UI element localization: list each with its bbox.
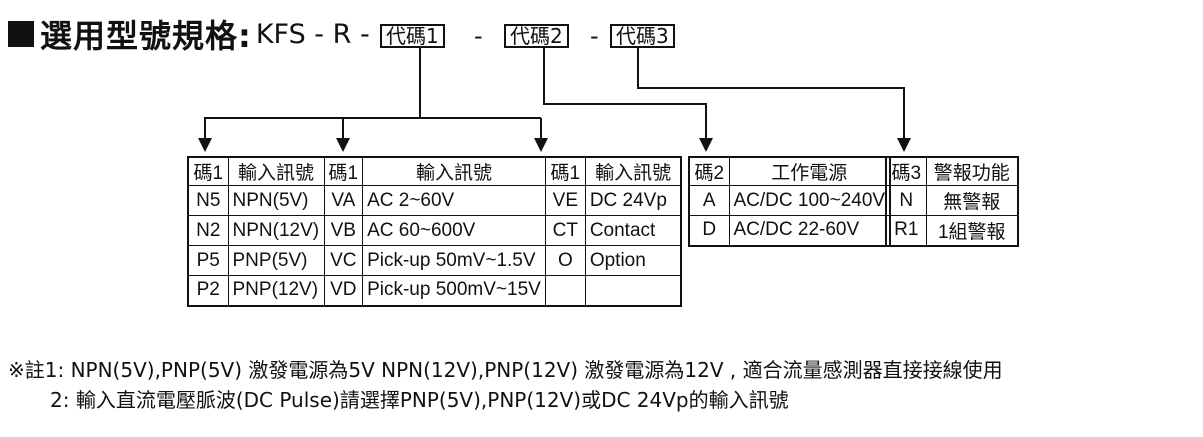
table-header: 碼1 (544, 156, 586, 186)
table-cell: PNP(12V) (227, 275, 325, 306)
connector-code1-left (204, 48, 421, 140)
table-header-row: 碼2 工作電源 (688, 156, 891, 186)
table-row: A AC/DC 100~240V (688, 185, 891, 216)
connector-code3 (637, 48, 905, 140)
table-cell: P2 (187, 275, 229, 306)
code3-box: 代碼3 (610, 24, 675, 48)
table-cell: N (885, 185, 927, 216)
table-row: N5 NPN(5V) VA AC 2~60V VE DC 24Vp (187, 185, 682, 216)
table-cell: Contact (584, 215, 682, 246)
title-separator-1: - (474, 22, 483, 50)
table-cell: P5 (187, 245, 229, 276)
table-cell (544, 275, 586, 306)
table-row: R1 1組警報 (885, 215, 1019, 246)
table-cell: PNP(5V) (227, 245, 325, 276)
title-heading: 選用型號規格: (40, 17, 252, 55)
table-cell: R1 (885, 215, 927, 246)
note-2: 2: 輸入直流電壓脈波(DC Pulse)請選擇PNP(5V),PNP(12V)… (50, 388, 789, 412)
table-cell: AC/DC 22-60V (728, 215, 891, 246)
table-cell: A (688, 185, 730, 216)
table-cell: VE (544, 185, 586, 216)
table-header-row: 碼1 輸入訊號 碼1 輸入訊號 碼1 輸入訊號 (187, 156, 682, 186)
table-row: N2 NPN(12V) VB AC 60~600V CT Contact (187, 215, 682, 246)
arrow-down-icon (336, 138, 350, 152)
notes: ※註1: NPN(5V),PNP(5V) 激發電源為5V NPN(12V),PN… (8, 355, 1003, 415)
table-cell: DC 24Vp (584, 185, 682, 216)
table-cell: AC/DC 100~240V (728, 185, 891, 216)
square-bullet-icon (8, 21, 34, 47)
arrow-down-icon (699, 138, 713, 152)
table-header: 碼2 (688, 156, 730, 186)
table-header: 碼1 (323, 156, 364, 186)
table-cell: NPN(5V) (227, 185, 325, 216)
alarm-function-table: 碼3 警報功能 N 無警報 R1 1組警報 (885, 156, 1019, 247)
table-cell: 無警報 (925, 185, 1019, 216)
table-cell: AC 2~60V (362, 185, 546, 216)
title-separator-2: - (590, 22, 599, 50)
table-cell: N5 (187, 185, 229, 216)
table-header: 工作電源 (728, 156, 891, 186)
table-header-row: 碼3 警報功能 (885, 156, 1019, 186)
connector-code2 (543, 48, 707, 140)
table-cell: N2 (187, 215, 229, 246)
code1-box: 代碼1 (380, 24, 445, 48)
arrow-down-icon (198, 138, 212, 152)
table-cell: O (544, 245, 586, 276)
table-cell: VC (323, 245, 364, 276)
table-cell: 1組警報 (925, 215, 1019, 246)
arrow-down-icon (534, 138, 548, 152)
table-row: N 無警報 (885, 185, 1019, 216)
table-cell: VB (323, 215, 364, 246)
table-row: P2 PNP(12V) VD Pick-up 500mV~15V (187, 275, 682, 306)
note-1: ※註1: NPN(5V),PNP(5V) 激發電源為5V NPN(12V),PN… (8, 358, 1003, 382)
table-cell: CT (544, 215, 586, 246)
table-cell (584, 275, 682, 306)
title-model-prefix: KFS - R - (255, 18, 370, 50)
table-cell: Pick-up 500mV~15V (362, 275, 546, 306)
table-header: 輸入訊號 (584, 156, 682, 186)
table-cell: D (688, 215, 730, 246)
table-header: 輸入訊號 (362, 156, 546, 186)
table-cell: VA (323, 185, 364, 216)
table-row: P5 PNP(5V) VC Pick-up 50mV~1.5V O Option (187, 245, 682, 276)
table-header: 輸入訊號 (227, 156, 325, 186)
input-signal-table: 碼1 輸入訊號 碼1 輸入訊號 碼1 輸入訊號 N5 NPN(5V) VA AC… (187, 156, 683, 307)
table-header: 碼3 (885, 156, 927, 186)
table-row: D AC/DC 22-60V (688, 215, 891, 246)
table-cell: AC 60~600V (362, 215, 546, 246)
table-header: 碼1 (187, 156, 229, 186)
table-cell: NPN(12V) (227, 215, 325, 246)
code2-box: 代碼2 (504, 24, 569, 48)
table-header: 警報功能 (925, 156, 1019, 186)
power-supply-table: 碼2 工作電源 A AC/DC 100~240V D AC/DC 22-60V (688, 156, 892, 247)
arrow-down-icon (897, 138, 911, 152)
table-cell: VD (323, 275, 364, 306)
table-cell: Option (584, 245, 682, 276)
table-cell: Pick-up 50mV~1.5V (362, 245, 546, 276)
spec-title: 選用型號規格: KFS - R - (8, 12, 370, 56)
